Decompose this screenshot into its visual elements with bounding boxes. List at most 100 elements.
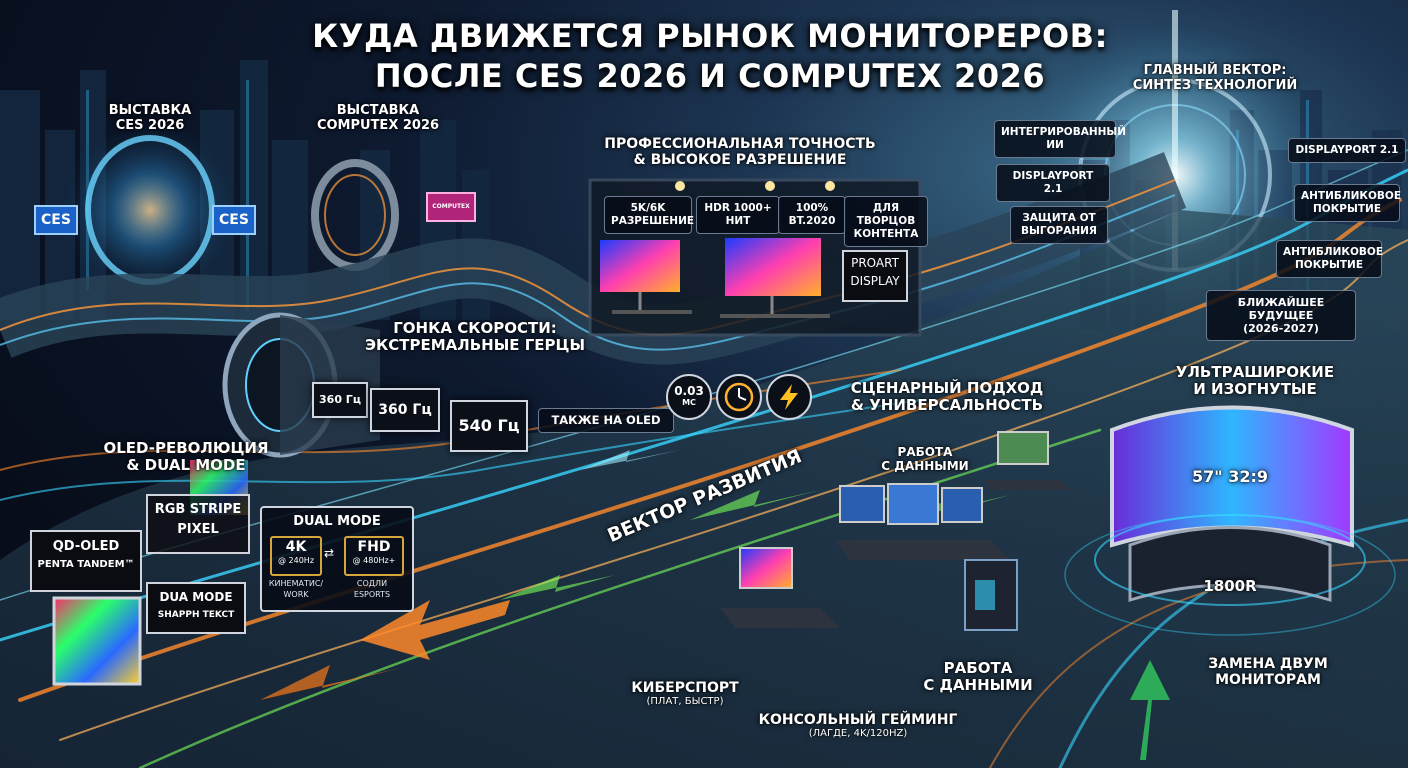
clock-icon <box>716 374 762 420</box>
speed-heading-line-2: ЭКСТРЕМАЛЬНЫЕ ГЕРЦЫ <box>365 336 585 355</box>
ultrawide-spec: 57" 32:9 <box>1192 467 1268 486</box>
pro-board-creators-line-2: КОНТЕНТА <box>853 228 919 240</box>
proart-line-2: DISPLAY <box>850 274 900 288</box>
pro-board-creators-line-1: ДЛЯ ТВОРЦОВ <box>856 202 916 227</box>
data-work-top-line-2: С ДАННЫМИ <box>881 458 969 473</box>
replace-two-monitors-line-1: ЗАМЕНА ДВУМ <box>1208 656 1328 672</box>
computex-label: ВЫСТАВКА COMPUTEX 2026 <box>308 103 448 134</box>
dual-mode-right-note: COДЛИ ESPORTS <box>342 578 402 600</box>
response-time-value: 0.03 <box>674 384 704 398</box>
ultrawide-heading: УЛЬТРАШИРОКИЕ И ИЗОГНУТЫЕ <box>1170 363 1340 399</box>
esports-label: КИБЕРСПОРТ (ПЛАТ, БЫСТР) <box>620 680 750 708</box>
panel-qd-oled-line-1: QD-OLED <box>52 539 120 554</box>
proart-display-sign: PROART DISPLAY <box>842 250 908 302</box>
panel-qd-oled: QD-OLED PENTA TANDEM™ <box>30 530 142 592</box>
console-line-2: (ЛАГДЕ, 4K/120Hz) <box>808 728 908 740</box>
replace-two-monitors-label: ЗАМЕНА ДВУМ МОНИТОРАМ <box>1196 656 1340 688</box>
ultrawide-heading-line-1: УЛЬТРАШИРОКИЕ <box>1175 363 1335 381</box>
computex-label-line-1: ВЫСТАВКА <box>336 103 420 118</box>
tag-anti-glare-2-line-2: ПОКРЫТИЕ <box>1295 259 1363 271</box>
scenario-heading: СЦЕНАРНЫЙ ПОДХОД & УНИВЕРСАЛЬНОСТЬ <box>832 379 1062 415</box>
tag-burn-in-line-2: ВЫГОРАНИЯ <box>1021 225 1097 237</box>
pro-board-resolution-line-2: РАЗРЕШЕНИЕ <box>611 215 695 227</box>
tag-burn-in-line-1: ЗАЩИТА ОТ <box>1022 212 1096 224</box>
monitor-360hz: 360 Гц <box>370 388 440 432</box>
dual-mode-4k-value: 4K <box>285 539 307 555</box>
panel-rgb-stripe-line-2: PIXEL <box>177 522 219 537</box>
data-work-top-label: РАБОТА С ДАННЫМИ <box>870 445 980 474</box>
data-work-bottom-line-1: РАБОТА <box>943 659 1013 677</box>
dual-mode-left-note: КИНЕМАТИС/ WORK <box>266 578 326 600</box>
dual-mode-left-note-line-2: WORK <box>283 590 309 599</box>
oled-heading-line-2: & DUAL MODE <box>126 456 246 475</box>
pro-board-bt2020-line-2: BT.2020 <box>788 215 836 227</box>
panel-dual-mode-line-1: DUA MODE <box>159 590 233 604</box>
dual-mode-fhd-value: FHD <box>357 539 391 555</box>
panel-dual-mode-text: DUA MODE SHAPPH TEKCT <box>146 582 246 634</box>
tag-also-on-oled: ТАКЖЕ НА OLED <box>538 408 674 433</box>
console-line-1: КОНСОЛЬНЫЙ ГЕЙМИНГ <box>758 712 958 728</box>
main-title-line-1: КУДА ДВИЖЕТСЯ РЫНОК МОНИТОРЕРОВ: <box>312 17 1108 55</box>
oled-heading-line-1: OLED-РЕВОЛЮЦИЯ <box>103 439 269 457</box>
scenario-heading-line-2: & УНИВЕРСАЛЬНОСТЬ <box>850 396 1044 415</box>
dual-mode-fhd-rate: @ 480Hz+ <box>352 556 396 565</box>
pro-board-hdr: HDR 1000+ НИТ <box>696 196 780 234</box>
vector-heading: ГЛАВНЫЙ ВЕКТОР: СИНТЕЗ ТЕХНОЛОГИЙ <box>1115 63 1315 94</box>
monitor-360hz-small: 360 Гц <box>312 382 368 418</box>
pro-board-hdr-line-2: НИТ <box>725 215 751 227</box>
panel-rgb-stripe: RGB STRIPE PIXEL <box>146 494 250 554</box>
proart-line-1: PROART <box>851 256 899 270</box>
main-title: КУДА ДВИЖЕТСЯ РЫНОК МОНИТОРЕРОВ: ПОСЛЕ C… <box>280 16 1140 96</box>
computex-label-line-2: COMPUTEX 2026 <box>316 117 440 133</box>
panel-qd-oled-line-2: PENTA TANDEM™ <box>37 559 135 570</box>
speed-heading: ГОНКА СКОРОСТИ: ЭКСТРЕМАЛЬНЫЕ ГЕРЦЫ <box>360 319 590 355</box>
pro-heading: ПРОФЕССИОНАЛЬНАЯ ТОЧНОСТЬ & ВЫСОКОЕ РАЗР… <box>600 136 880 168</box>
tag-integrated-ai: ИНТЕГРИРОВАННЫЙ ИИ <box>994 120 1126 158</box>
tag-anti-glare-1-line-1: АНТИБЛИКОВОЕ <box>1301 190 1401 202</box>
tag-anti-glare-2-line-1: АНТИБЛИКОВОЕ <box>1283 246 1383 258</box>
pro-heading-line-1: ПРОФЕССИОНАЛЬНАЯ ТОЧНОСТЬ <box>604 136 876 152</box>
tag-near-future: БЛИЖАЙШЕЕ БУДУЩЕЕ (2026-2027) <box>1206 290 1356 341</box>
tag-anti-glare-2: АНТИБЛИКОВОЕ ПОКРЫТИЕ <box>1276 240 1383 278</box>
data-work-bottom-label: РАБОТА С ДАННЫМИ <box>918 659 1038 695</box>
tag-anti-glare-1: АНТИБЛИКОВОЕ ПОКРЫТИЕ <box>1294 184 1401 222</box>
replace-two-monitors-line-2: МОНИТОРАМ <box>1215 672 1321 689</box>
pro-board-hdr-line-1: HDR 1000+ <box>704 202 772 214</box>
panel-dual-mode-line-2: SHAPPH TEKCT <box>157 610 235 620</box>
ces-logo-left: CES <box>34 205 78 235</box>
tag-integrated-ai-line-2: ИИ <box>1046 139 1064 151</box>
tag-displayport-right: DISPLAYPORT 2.1 <box>1288 138 1406 163</box>
tag-displayport-left: DISPLAYPORT 2.1 <box>996 164 1110 202</box>
pro-board-creators: ДЛЯ ТВОРЦОВ КОНТЕНТА <box>844 196 928 247</box>
dual-mode-fhd: FHD @ 480Hz+ <box>344 536 404 576</box>
main-title-line-2: ПОСЛЕ CES 2026 И COMPUTEX 2026 <box>374 57 1046 95</box>
computex-logo: COMPUTEX <box>426 192 476 222</box>
dual-mode-4k-rate: @ 240Hz <box>277 556 315 565</box>
data-work-top-line-1: РАБОТА <box>897 445 953 459</box>
esports-line-1: КИБЕРСПОРТ <box>631 680 739 696</box>
dual-mode-title: DUAL MODE <box>293 514 381 529</box>
tag-burn-in-protection: ЗАЩИТА ОТ ВЫГОРАНИЯ <box>1010 206 1108 244</box>
data-work-bottom-line-2: С ДАННЫМИ <box>923 676 1033 695</box>
dual-mode-4k: 4K @ 240Hz <box>270 536 322 576</box>
panel-rgb-stripe-line-1: RGB STRIPE <box>154 502 242 517</box>
dual-mode-right-note-line-1: COДЛИ <box>356 579 388 588</box>
ces-label-line-2: CES 2026 <box>115 117 185 133</box>
lightning-icon <box>766 374 812 420</box>
ultrawide-curvature: 1800R <box>1203 577 1257 595</box>
scenario-heading-line-1: СЦЕНАРНЫЙ ПОДХОД <box>850 379 1044 397</box>
ultrawide-heading-line-2: И ИЗОГНУТЫЕ <box>1193 380 1317 399</box>
dual-mode-left-note-line-1: КИНЕМАТИС/ <box>268 579 324 588</box>
pro-board-resolution: 5K/6K РАЗРЕШЕНИЕ <box>604 196 695 234</box>
monitor-540hz: 540 Гц <box>450 400 528 452</box>
ces-logo-right: CES <box>212 205 256 235</box>
console-label: КОНСОЛЬНЫЙ ГЕЙМИНГ (ЛАГДЕ, 4K/120Hz) <box>748 712 968 740</box>
response-time-badge: 0.03 МС <box>666 374 712 420</box>
esports-line-2: (ПЛАТ, БЫСТР) <box>646 696 724 708</box>
response-time-unit: МС <box>682 398 696 407</box>
pro-board-bt2020: 100% BT.2020 <box>778 196 846 234</box>
tag-anti-glare-1-line-2: ПОКРЫТИЕ <box>1313 203 1381 215</box>
vector-heading-line-2: СИНТЕЗ ТЕХНОЛОГИЙ <box>1132 77 1298 93</box>
